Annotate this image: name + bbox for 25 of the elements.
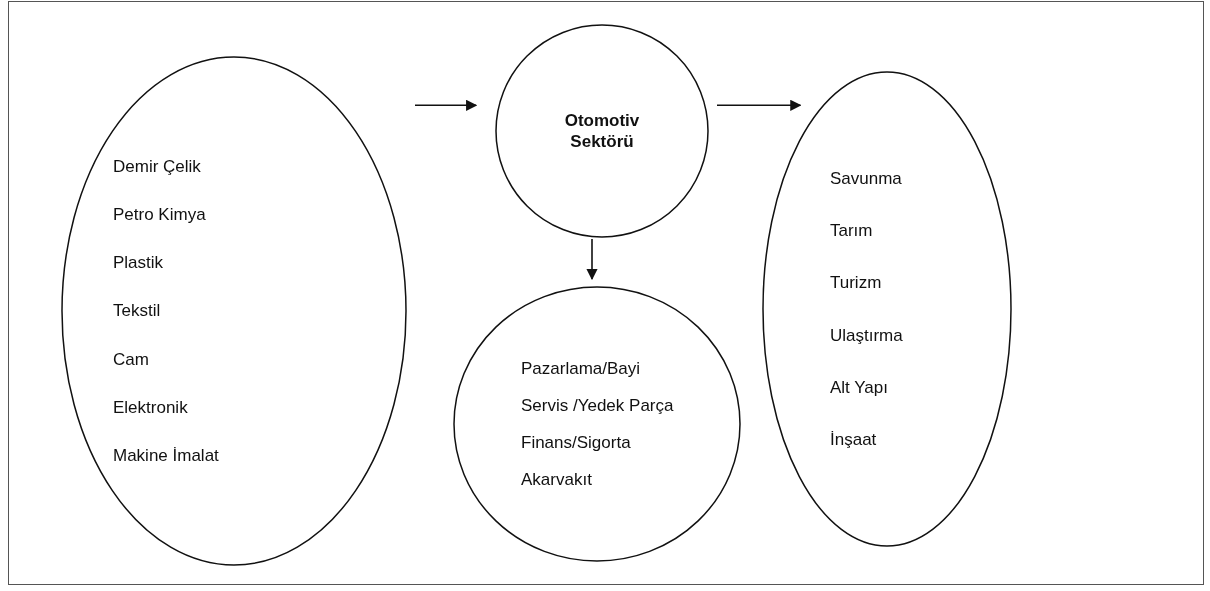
arrow	[716, 99, 802, 111]
arrow	[586, 238, 598, 281]
ellipse-node	[61, 56, 407, 566]
node-text: Alt Yapı	[830, 376, 888, 398]
node-text: Tekstil	[113, 300, 161, 322]
node-text: Ulaştırma	[830, 324, 903, 346]
node-text: Petro Kimya	[113, 203, 206, 226]
node-text: Finans/Sigorta	[521, 432, 631, 454]
arrow	[414, 99, 478, 111]
node-text: Pazarlama/Bayi	[521, 357, 641, 379]
node-text: Akarvakıt	[521, 469, 592, 491]
node-text: Servis /Yedek Parça	[521, 394, 674, 416]
ellipse-node	[453, 286, 741, 562]
node-text: Demir Çelik	[113, 155, 201, 177]
node-text: Turizm	[830, 272, 882, 294]
node-text: Elektronik	[113, 396, 188, 419]
node-text: Savunma	[830, 167, 902, 189]
node-text: Tarım	[830, 220, 873, 242]
node-text: Makine İmalat	[113, 445, 219, 467]
node-text: İnşaat	[830, 429, 877, 451]
node-text: Otomotiv Sektörü	[563, 109, 641, 153]
node-text: Cam	[113, 348, 149, 370]
node-text: Plastik	[113, 252, 164, 274]
ellipse-node	[495, 24, 709, 238]
ellipse-node	[762, 71, 1012, 547]
